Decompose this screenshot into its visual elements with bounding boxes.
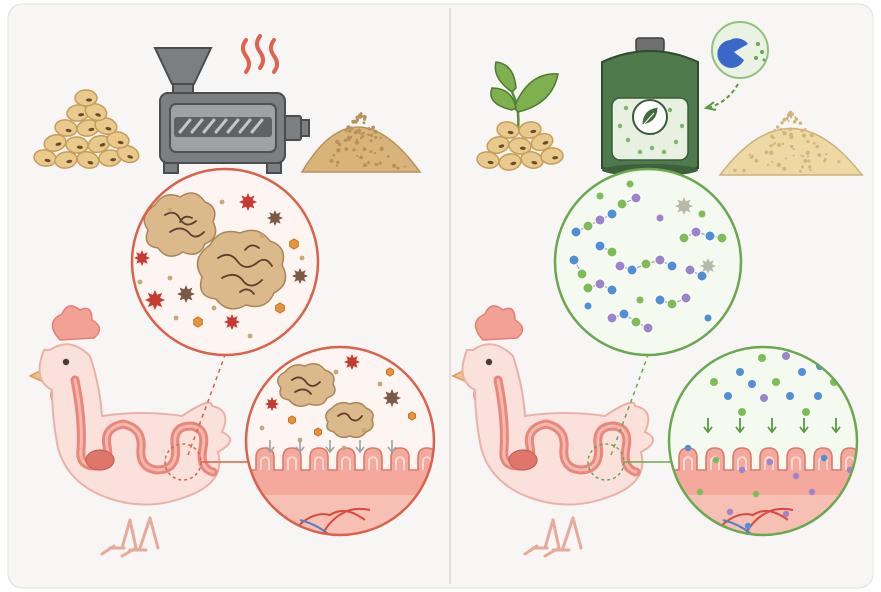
amino-acid — [802, 408, 810, 416]
amino-acid — [772, 378, 780, 386]
small-peptide — [655, 295, 665, 305]
amino-acid — [627, 181, 634, 188]
small-peptide — [643, 323, 653, 333]
small-peptide — [681, 293, 691, 303]
small-peptide — [631, 193, 641, 203]
small-peptide — [705, 231, 715, 241]
small-peptide — [667, 261, 677, 271]
amino-acid — [760, 394, 768, 402]
absorbed-peptide — [739, 467, 745, 473]
bacterium — [675, 197, 693, 215]
amino-acid — [786, 392, 794, 400]
amino-acid — [814, 392, 822, 400]
small-peptide — [571, 227, 581, 237]
small-peptide — [607, 209, 617, 219]
small-peptide — [655, 255, 665, 265]
amino-acid — [798, 368, 806, 376]
absorbed-peptide — [783, 511, 789, 517]
feed-zoom-circle — [132, 169, 318, 355]
amino-acid — [657, 215, 664, 222]
gizzard — [86, 450, 114, 470]
small-peptide — [607, 313, 617, 323]
small-peptide — [619, 309, 629, 319]
small-peptide — [583, 283, 593, 293]
small-peptide — [697, 271, 707, 281]
bacterium — [145, 290, 165, 310]
amino-acid — [597, 193, 604, 200]
small-peptide — [617, 199, 627, 209]
anti-nutrient-particle — [289, 416, 296, 424]
small-peptide — [595, 241, 605, 251]
feed-zoom-circle — [555, 169, 741, 355]
bacterium — [700, 258, 716, 274]
protein-clump — [326, 403, 373, 438]
small-peptide — [607, 285, 617, 295]
absorbed-peptide — [685, 445, 691, 451]
soybean — [75, 90, 97, 106]
anti-nutrient-particle — [409, 412, 416, 420]
bacterium — [177, 285, 195, 303]
absorbed-peptide — [713, 457, 719, 463]
anti-nutrient-particle — [290, 239, 299, 249]
absorbed-peptide — [753, 491, 759, 497]
small-peptide — [631, 317, 641, 327]
amino-acid — [585, 303, 592, 310]
amino-acid — [748, 380, 756, 388]
amino-acid — [637, 297, 644, 304]
small-peptide — [595, 215, 605, 225]
bacterium — [224, 314, 240, 330]
absorbed-peptide — [809, 489, 815, 495]
amino-acid — [738, 408, 746, 416]
absorbed-peptide — [745, 523, 751, 529]
absorbed-peptide — [767, 459, 773, 465]
absorbed-peptide — [697, 489, 703, 495]
amino-acid — [782, 352, 790, 360]
amino-acid — [699, 211, 706, 218]
bacterium — [239, 193, 257, 211]
absorbed-peptide — [727, 509, 733, 515]
anti-nutrient-particle — [387, 368, 394, 376]
protein-clump — [278, 364, 335, 407]
amino-acid — [758, 354, 766, 362]
small-peptide — [607, 247, 617, 257]
anti-nutrient-particle — [315, 428, 322, 436]
bacterium — [265, 397, 279, 411]
small-peptide — [717, 233, 727, 243]
bacterium — [344, 354, 360, 370]
small-peptide — [691, 227, 701, 237]
fermenter-icon — [602, 38, 698, 176]
amino-acid — [705, 315, 712, 322]
chicken-eye — [63, 359, 69, 365]
small-peptide — [595, 279, 605, 289]
gizzard — [509, 450, 537, 470]
small-peptide — [627, 265, 637, 275]
bacterium — [134, 250, 150, 266]
small-peptide — [685, 265, 695, 275]
bacterium — [292, 268, 308, 284]
anti-nutrient-particle — [276, 303, 285, 313]
anti-nutrient-particle — [194, 317, 203, 327]
bacterium — [383, 389, 401, 407]
amino-acid — [710, 378, 718, 386]
small-peptide — [615, 261, 625, 271]
amino-acid — [724, 392, 732, 400]
chicken-eye — [486, 359, 492, 365]
bacterium — [267, 210, 283, 226]
small-peptide — [569, 255, 579, 265]
amino-acid — [736, 368, 744, 376]
small-peptide — [667, 299, 677, 309]
small-peptide — [679, 233, 689, 243]
absorbed-peptide — [821, 455, 827, 461]
small-peptide — [583, 221, 593, 231]
absorbed-peptide — [793, 473, 799, 479]
small-peptide — [577, 269, 587, 279]
small-peptide — [641, 259, 651, 269]
